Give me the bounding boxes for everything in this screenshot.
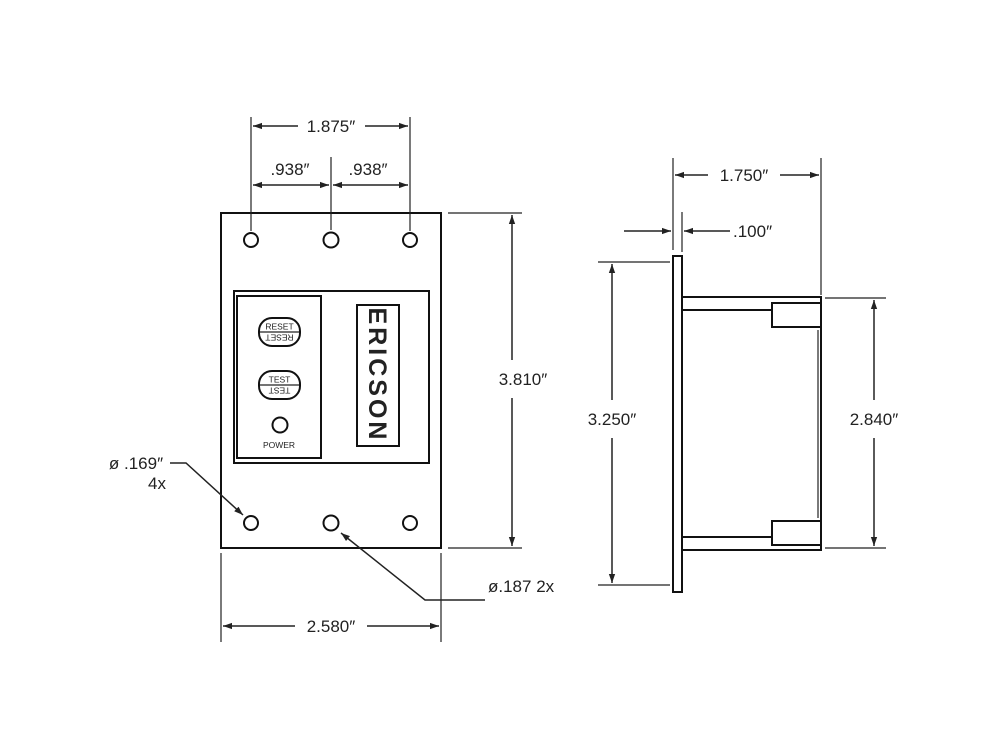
- mount-hole-top-center: [322, 231, 340, 249]
- dim-1875: 1.875″: [307, 117, 356, 136]
- dim-100: .100″: [733, 222, 772, 241]
- reset-label-mirrored: RESET: [265, 333, 293, 343]
- front-view: RESET RESET TEST TEST POWER ERICSON: [220, 212, 442, 549]
- side-lower-block: [771, 520, 822, 546]
- test-button: TEST TEST: [258, 370, 301, 400]
- dim-2580: 2.580″: [307, 617, 356, 636]
- dim-hole-169-qty: 4x: [148, 474, 166, 493]
- dim-hole-169: ø .169″: [109, 454, 163, 473]
- side-view-dimensions: 1.750″ .100″ 3.250″ 2.840″: [588, 158, 899, 586]
- mount-hole-bottom-right: [402, 515, 418, 531]
- reset-button: RESET RESET: [258, 317, 301, 347]
- side-upper-block: [771, 302, 822, 328]
- dim-3810: 3.810″: [499, 370, 548, 389]
- brand-label-box: [356, 304, 400, 447]
- mount-hole-top-right: [402, 232, 418, 248]
- test-label-mirrored: TEST: [269, 386, 291, 396]
- mount-hole-bottom-left: [243, 515, 259, 531]
- brand-name: ERICSON: [363, 308, 391, 443]
- front-view-dimensions: 1.875″ .938″ .938″ 3.810″ 2.580″ ø .169″…: [109, 117, 555, 642]
- power-indicator-light: [271, 416, 289, 434]
- power-label: POWER: [263, 440, 295, 450]
- mount-hole-top-left: [243, 232, 259, 248]
- side-flange: [672, 255, 683, 593]
- dim-2840: 2.840″: [850, 410, 899, 429]
- dim-938-right: .938″: [348, 160, 387, 179]
- mount-hole-bottom-center: [322, 514, 340, 532]
- dim-3250: 3.250″: [588, 410, 637, 429]
- dim-938-left: .938″: [270, 160, 309, 179]
- test-label: TEST: [269, 375, 291, 385]
- dim-1750: 1.750″: [720, 166, 769, 185]
- reset-label: RESET: [265, 322, 293, 332]
- dim-hole-187: ø.187 2x: [488, 577, 555, 596]
- side-view: [672, 255, 822, 593]
